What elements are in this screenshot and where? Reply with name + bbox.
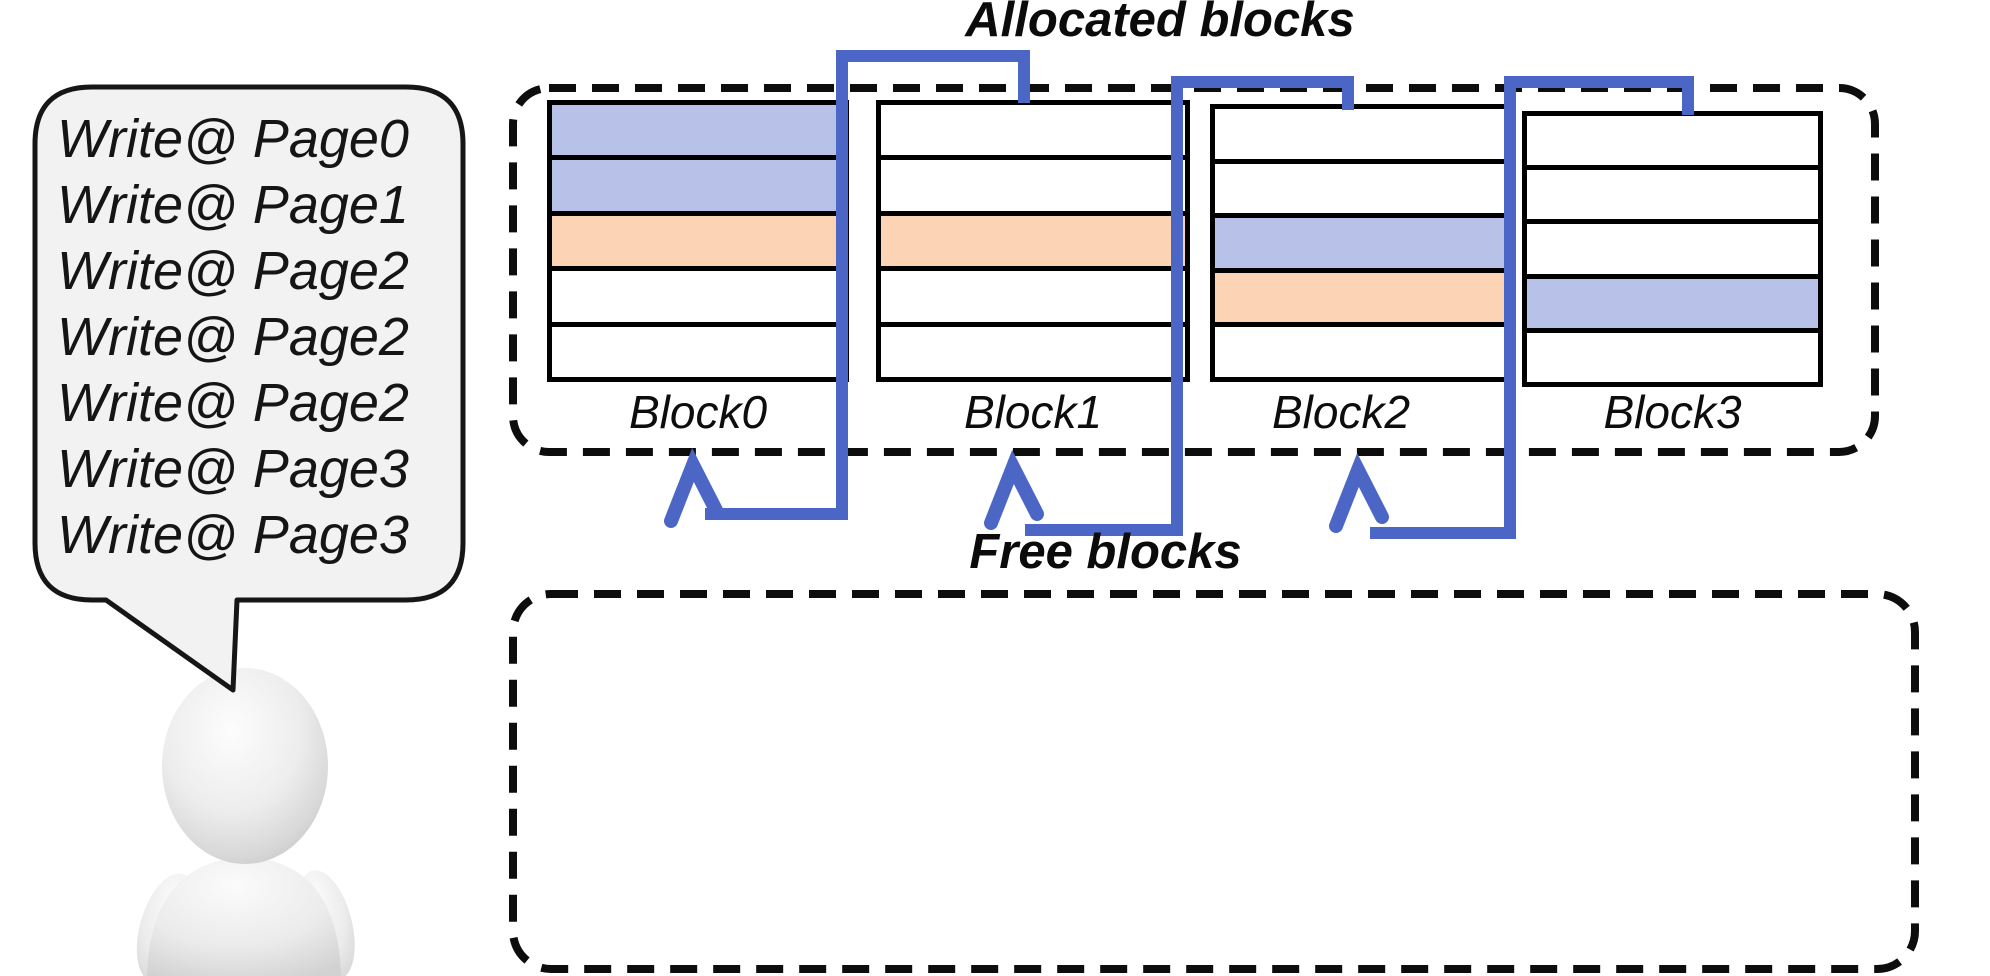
arrowhead-up-block2 [1329,452,1389,533]
person-right-arm [297,870,355,976]
flash-block-3 [1522,111,1823,387]
flash-block-2 [1210,104,1512,382]
page-row [552,160,844,216]
page-row [881,105,1185,161]
page-row [552,271,844,327]
write-request: Write@ Page3 [57,505,409,565]
block-label-1: Block1 [963,386,1103,438]
person-left-arm [136,873,198,976]
page-row [552,326,844,378]
page-row [1215,327,1507,377]
write-request: Write@ Page0 [57,109,409,169]
person-torso [147,856,341,976]
free-dashed-border [509,590,1919,973]
page-row [1527,116,1818,171]
page-row [881,326,1185,378]
arrowhead-up-block1 [984,449,1044,530]
page-row [1527,278,1818,333]
page-row [1527,170,1818,225]
flash-block-1 [876,100,1190,382]
block-label-0: Block0 [628,386,768,438]
write-request: Write@ Page2 [57,373,409,433]
page-row [881,160,1185,216]
block-label-2: Block2 [1271,386,1411,438]
page-row [1527,224,1818,279]
write-request: Write@ Page2 [57,307,409,367]
page-row [1215,218,1507,273]
free-blocks-title: Free blocks [969,525,1242,579]
page-row [881,215,1185,272]
page-row [1215,109,1507,164]
write-request: Write@ Page2 [57,241,409,301]
page-row [552,105,844,161]
block-label-3: Block3 [1603,386,1742,438]
free-blocks-container [509,590,1919,973]
flash-block-0 [547,100,849,382]
person-figure [136,668,355,976]
arrowhead-up-block0 [664,447,724,528]
page-row [552,215,844,272]
page-row [1215,272,1507,328]
page-row [1215,163,1507,219]
write-request: Write@ Page3 [57,439,409,499]
write-request: Write@ Page1 [57,175,409,235]
allocated-blocks-title: Allocated blocks [965,0,1355,47]
page-row [881,271,1185,327]
person-head [162,668,328,864]
write-request-list: Write@ Page0 Write@ Page1 Write@ Page2 W… [35,92,463,597]
page-row [1527,332,1818,383]
